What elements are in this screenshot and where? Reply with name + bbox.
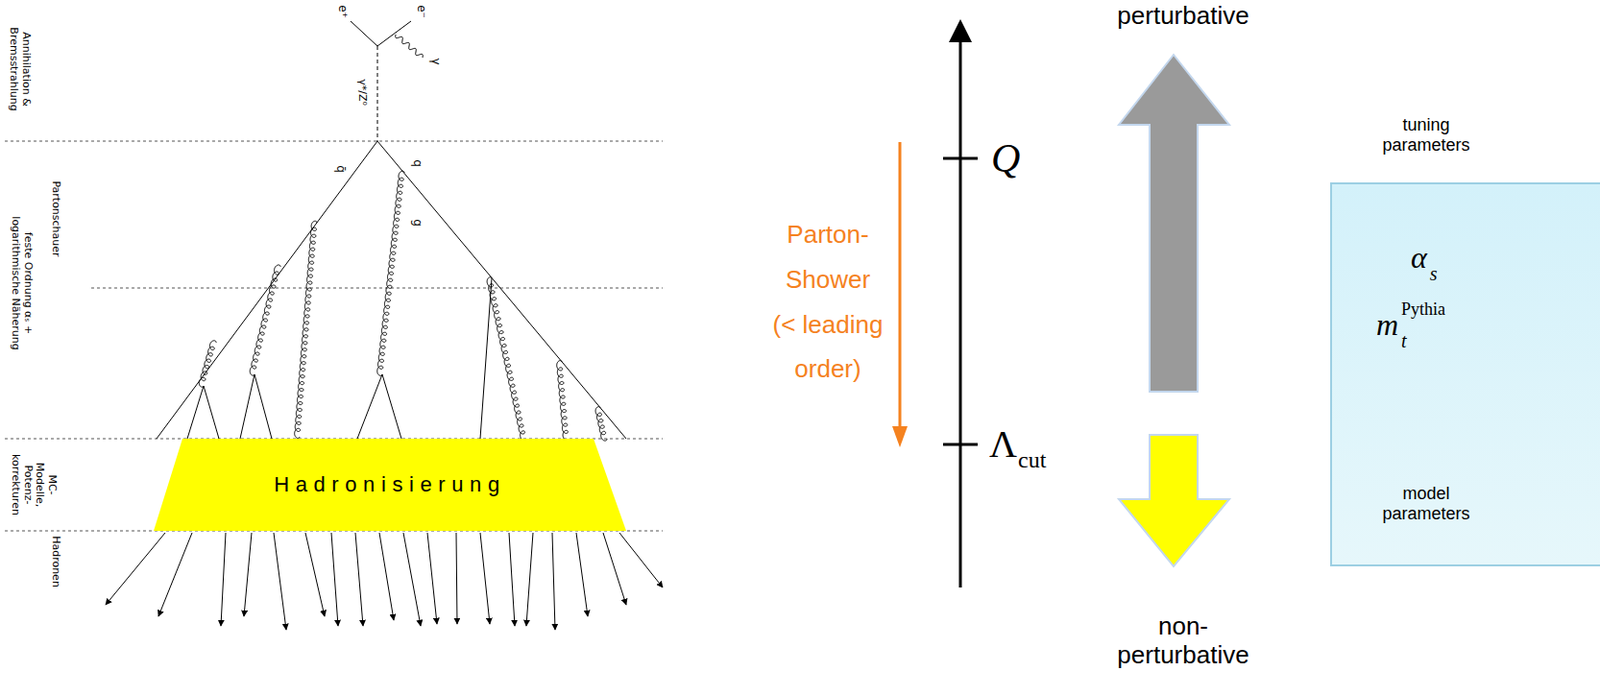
axis-tick	[943, 157, 978, 161]
particle-label: q̄	[333, 165, 347, 173]
quark-branch	[480, 278, 492, 439]
particle-label: g	[410, 218, 424, 227]
regime-label: non- perturbative	[1101, 612, 1265, 671]
gluon	[557, 361, 569, 441]
hadron-arrow	[355, 533, 364, 627]
particle-label: γ*/Z⁰	[356, 78, 369, 106]
stage-divider	[91, 288, 663, 290]
quark-line	[377, 141, 627, 439]
stage-label: feste Ordnung αₛ + logarithmische Näheru…	[8, 206, 33, 361]
stage-label: Partonschauer	[49, 180, 63, 257]
particle-label: q	[410, 159, 424, 168]
hadron-arrow	[158, 533, 193, 617]
quark-branch	[203, 386, 219, 439]
scale-label: Λ	[989, 422, 1018, 467]
hadron-arrow	[273, 533, 287, 631]
gluon	[377, 170, 405, 376]
stage-label: MC- Modelle, Potenz- korrekturen	[9, 452, 59, 518]
parameter-subscript: t	[1401, 330, 1407, 353]
parameter-superscript: Pythia	[1401, 299, 1446, 320]
band-fill	[153, 438, 627, 532]
stage-divider	[4, 141, 663, 143]
shower-arrow	[898, 142, 902, 429]
perturbative-arrow	[1118, 54, 1230, 392]
gluon	[595, 407, 607, 441]
quark-branch	[240, 374, 255, 439]
panel-footer: model parameters	[1373, 484, 1479, 524]
parameter-subscript: s	[1430, 263, 1438, 286]
particle-label: γ	[428, 57, 442, 65]
quark-branch	[187, 386, 204, 439]
hadron-arrow	[603, 533, 627, 606]
hadronization-band: Hadronisierung	[153, 438, 627, 532]
boson-propagator	[377, 46, 379, 142]
hadron-arrow	[403, 533, 421, 627]
axis-tick	[943, 443, 978, 447]
hadron-arrow	[243, 533, 252, 617]
particle-label: e⁻	[413, 4, 428, 19]
quark-branch	[254, 374, 272, 439]
parameter-symbol: m	[1376, 307, 1399, 343]
regime-label: perturbative	[1116, 1, 1249, 31]
gluon	[486, 277, 527, 441]
electron-line	[377, 21, 412, 47]
axis-arrowhead	[948, 19, 972, 43]
stage-label: Annihilation & Bremsstrahlung	[6, 6, 31, 132]
hadron-arrow	[552, 533, 556, 631]
hadron-arrow	[456, 533, 458, 625]
hadron-arrow	[526, 533, 534, 627]
stage-label: Hadronen	[49, 535, 63, 588]
antiquark-line	[156, 141, 378, 439]
hadron-arrow	[619, 533, 663, 588]
scale-axis	[959, 38, 963, 588]
positron-line	[350, 21, 378, 47]
gluon	[249, 265, 281, 376]
nonperturbative-arrow	[1118, 435, 1230, 567]
hadron-arrow	[105, 533, 166, 606]
panel-heading: tuning parameters	[1373, 115, 1479, 155]
shower-label: Parton- Shower (< leading order)	[772, 212, 885, 392]
hadron-arrow	[379, 533, 394, 621]
hadron-arrow	[220, 533, 226, 627]
parameter-symbol: α	[1410, 240, 1428, 276]
particle-label: e⁺	[335, 4, 349, 19]
hadron-arrow	[427, 533, 437, 625]
parameter-panel: tuning parametersαsmtPythiamodel paramet…	[1330, 182, 1600, 567]
scale-label: Q	[991, 135, 1020, 182]
gluon	[198, 340, 217, 388]
quark-branch	[357, 374, 383, 439]
gluon	[294, 220, 317, 438]
quark-branch	[382, 374, 402, 439]
photon	[395, 34, 424, 58]
hadron-arrow	[576, 533, 588, 617]
hadron-arrow	[509, 533, 515, 627]
shower-arrowhead	[892, 426, 908, 448]
hadron-arrow	[480, 533, 490, 625]
scale-subscript: cut	[1018, 447, 1046, 475]
hadron-arrow	[305, 533, 325, 617]
hadron-arrow	[331, 533, 339, 627]
band-title: Hadronisierung	[273, 472, 507, 497]
